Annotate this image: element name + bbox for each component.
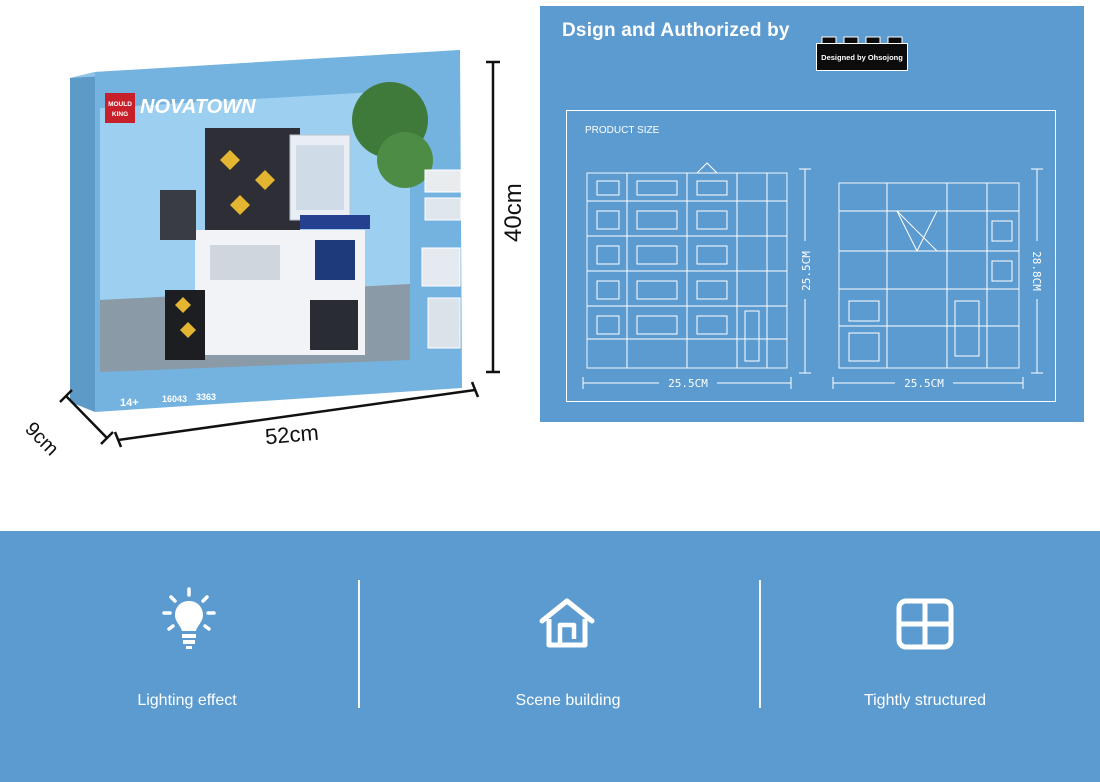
feature-label-lighting: Lighting effect — [137, 692, 237, 709]
svg-text:KING: KING — [112, 111, 128, 118]
blueprint-drawing: 25.5CM 25.5CM — [582, 162, 1047, 391]
brand-logo-mark — [105, 93, 135, 123]
box-inset-4 — [427, 297, 461, 349]
feature-structure: Tightly structured — [775, 531, 1075, 782]
feature-divider — [358, 580, 360, 708]
height-dimension-label: 40cm — [500, 183, 527, 242]
side-view-blueprint — [832, 168, 1043, 389]
piece-count: 3363 — [196, 392, 216, 402]
design-panel: Dsign and Authorized by Designed by Ohso… — [540, 6, 1084, 422]
brick-studs-icon — [821, 36, 903, 44]
box-inset-3 — [421, 247, 461, 287]
front-width-label: 25.5CM — [668, 377, 708, 390]
set-number: 16043 — [162, 394, 187, 404]
feature-label-structure: Tightly structured — [863, 692, 987, 709]
house-icon — [539, 598, 595, 648]
light-bulb-icon — [162, 587, 216, 649]
feature-scene: Scene building — [418, 531, 718, 782]
side-height-label: 28.8CM — [1030, 251, 1043, 291]
side-width-label: 25.5CM — [904, 377, 944, 390]
series-title: NOVATOWN — [140, 96, 256, 118]
designer-badge-text: Designed by Ohsojong — [821, 53, 903, 62]
age-badge: 14+ — [120, 397, 139, 409]
feature-divider — [759, 580, 761, 708]
grid-icon — [896, 598, 954, 650]
designer-badge: Designed by Ohsojong — [816, 36, 908, 72]
front-width-label-bg — [659, 375, 717, 391]
brand-logo: MOULD — [108, 101, 132, 108]
side-width-label-bg — [895, 375, 953, 391]
front-height-label: 25.5CM — [800, 251, 813, 291]
box-side-face — [70, 72, 95, 412]
width-dimension-label: 52cm — [263, 419, 320, 450]
box-inset-2 — [424, 197, 462, 221]
depth-dim-line — [65, 395, 108, 439]
features-band: Lighting effect Scene building Tightly s… — [0, 531, 1100, 782]
feature-lighting: Lighting effect — [37, 531, 337, 782]
design-title: Dsign and Authorized by — [562, 20, 790, 41]
feature-label-scene: Scene building — [515, 692, 621, 709]
product-size-label: PRODUCT SIZE — [585, 125, 660, 136]
front-view-blueprint — [582, 162, 811, 389]
box-inset-1 — [424, 169, 462, 193]
product-size-frame: PRODUCT SIZE — [566, 110, 1056, 402]
product-box-illustration: MOULD KING NOVATOWN 14+ 16043 3363 — [59, 50, 500, 448]
width-dim-line — [117, 388, 476, 442]
